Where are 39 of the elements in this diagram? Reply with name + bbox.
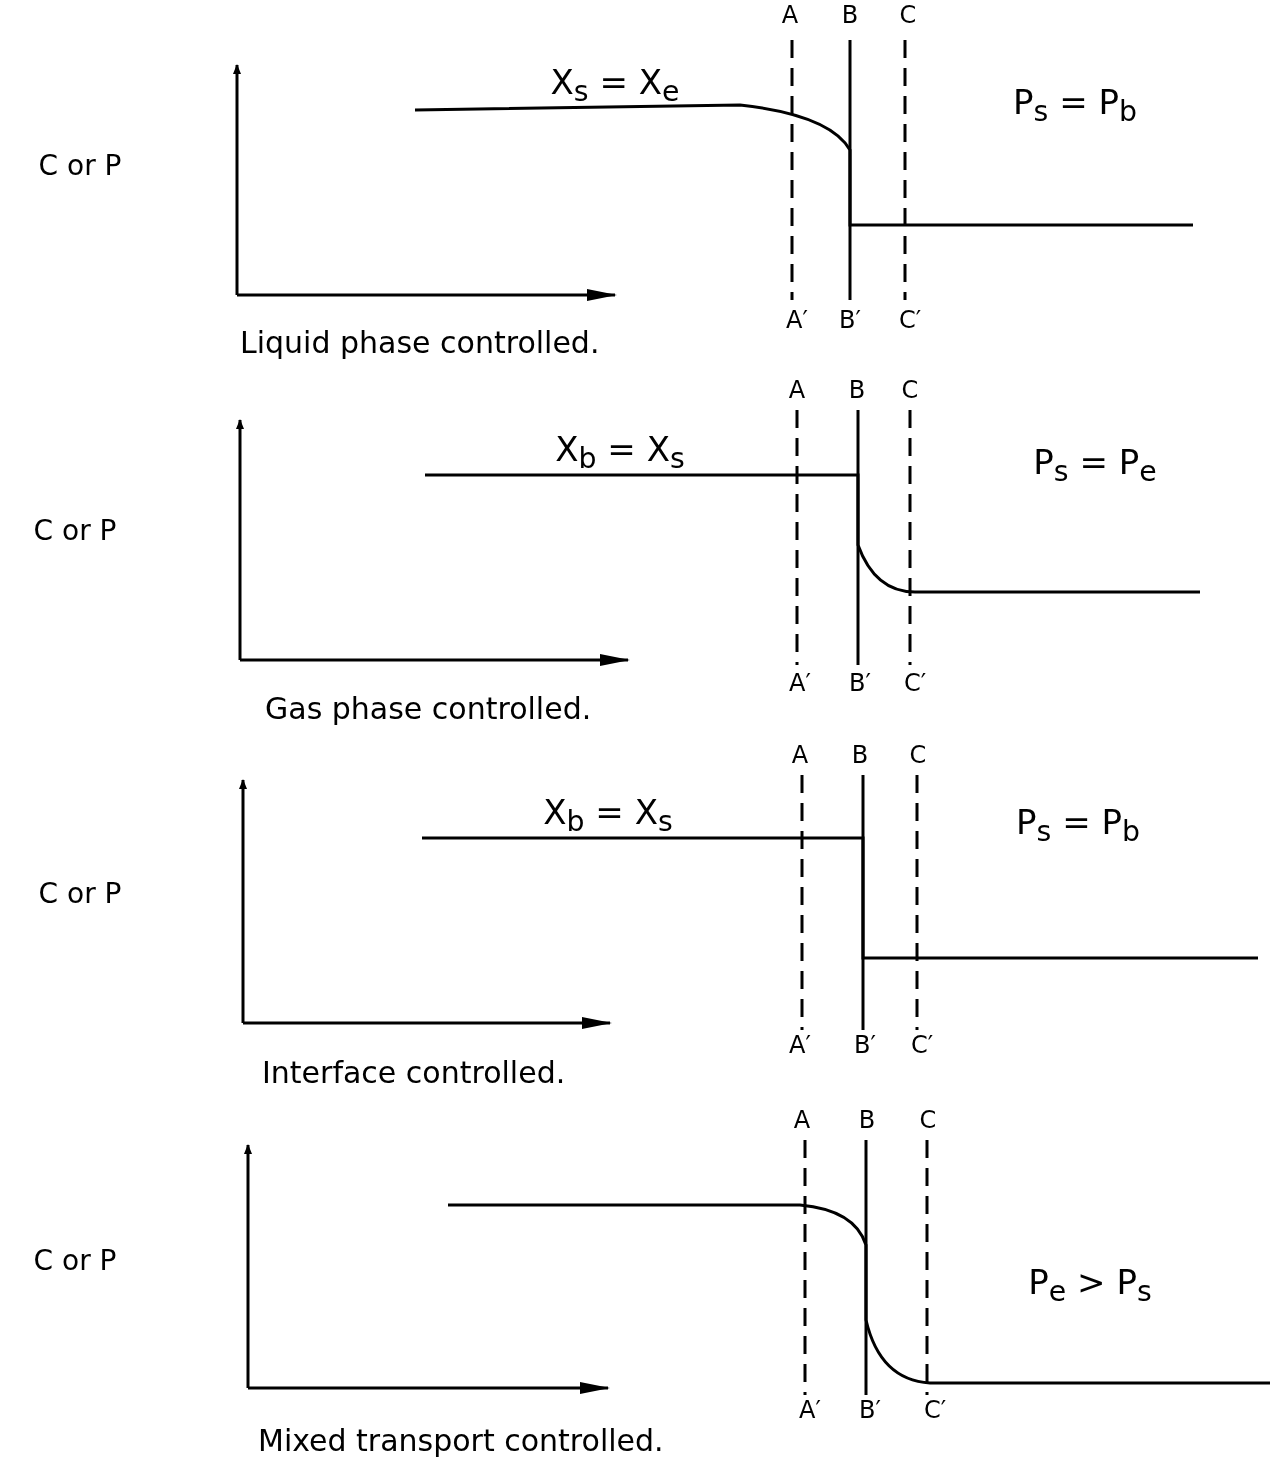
- line-letter: B: [858, 1106, 876, 1134]
- panel-caption: Interface controlled.: [262, 1054, 566, 1090]
- line-letter: C: [901, 376, 919, 404]
- axis-label: C or P: [38, 148, 122, 182]
- line-letter: A′: [789, 1031, 811, 1059]
- line-letter: A′: [799, 1396, 821, 1424]
- formula-label: P$_{e}$ > P$_{s}$: [1028, 1261, 1152, 1309]
- line-letter: C: [909, 741, 927, 769]
- axis-label: C or P: [33, 1243, 117, 1277]
- line-letter: B: [841, 1, 859, 29]
- line-letter: C′: [898, 306, 922, 334]
- line-letter: A: [793, 1106, 811, 1134]
- line-letter: B′: [849, 669, 871, 697]
- formula-label: X$_{b}$ = X$_{s}$: [555, 428, 685, 476]
- line-letter: C: [899, 1, 917, 29]
- line-letter: B: [851, 741, 869, 769]
- line-letter: A: [781, 1, 799, 29]
- line-letter: B: [848, 376, 866, 404]
- line-letter: A′: [789, 669, 811, 697]
- formula-label: X$_{s}$ = X$_{e}$: [550, 61, 680, 109]
- line-letter: C′: [903, 669, 927, 697]
- panel-caption: Mixed transport controlled.: [258, 1422, 664, 1458]
- line-letter: C′: [923, 1396, 947, 1424]
- line-letter: B′: [859, 1396, 881, 1424]
- line-letter: B′: [854, 1031, 876, 1059]
- line-letter: A: [788, 376, 806, 404]
- formula-label: P$_{s}$ = P$_{e}$: [1033, 441, 1157, 489]
- line-letter: B′: [839, 306, 861, 334]
- formula-label: P$_{s}$ = P$_{b}$: [1013, 81, 1137, 129]
- panel-caption: Liquid phase controlled.: [240, 324, 600, 360]
- line-letter: A′: [786, 306, 808, 334]
- line-letter: A: [791, 741, 809, 769]
- line-letter: C: [919, 1106, 937, 1134]
- formula-label: P$_{s}$ = P$_{b}$: [1016, 801, 1140, 849]
- axis-label: C or P: [33, 513, 117, 547]
- axis-label: C or P: [38, 876, 122, 910]
- panel-caption: Gas phase controlled.: [265, 690, 592, 726]
- line-letter: C′: [910, 1031, 934, 1059]
- formula-label: X$_{b}$ = X$_{s}$: [543, 791, 673, 839]
